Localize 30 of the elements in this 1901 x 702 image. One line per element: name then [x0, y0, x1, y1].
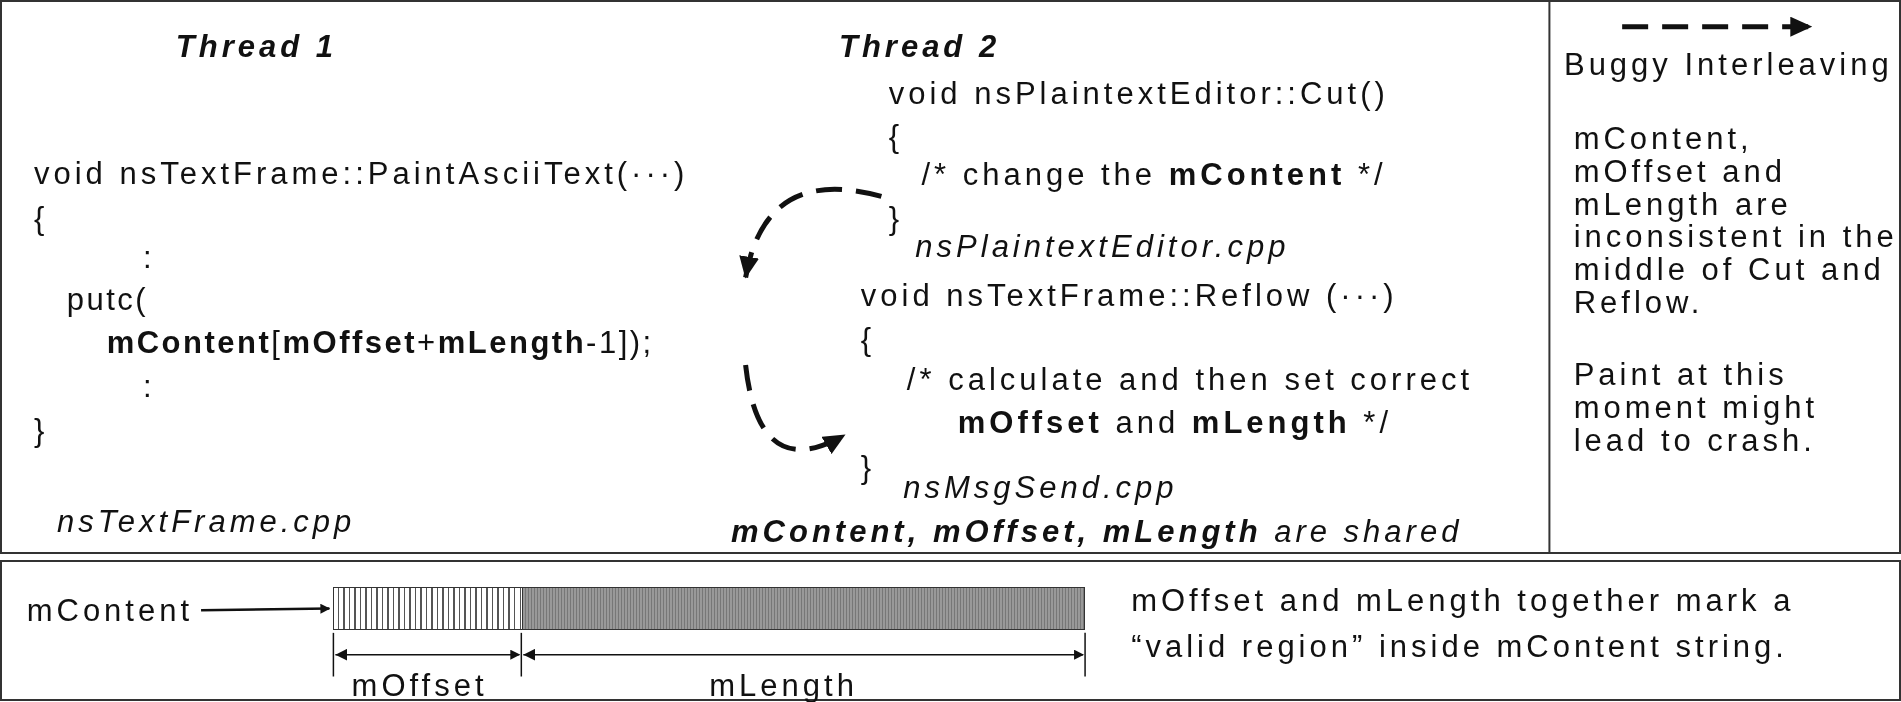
note-paragraph: mContent, mOffset and mLength are inconsistent in the middle of Cut and Reflow.	[1573, 123, 1899, 320]
code-ellipsis: :	[143, 239, 156, 277]
arrow	[201, 603, 331, 614]
thread-heading: Thread 2	[838, 28, 1001, 67]
note-paragraph: mOffset and mLength together mark a “valid region” inside mContent string.	[1131, 581, 1796, 666]
code-line: void nsTextFrame::Reflow (···)	[860, 276, 1398, 315]
code-brace: {	[33, 200, 49, 239]
code-line: void nsPlaintextEditor::Cut()	[888, 75, 1389, 114]
code-brace: }	[33, 412, 49, 451]
arrow	[740, 186, 882, 279]
code-brace: }	[888, 200, 903, 239]
code-brace: }	[860, 448, 876, 487]
code-line: void nsTextFrame::PaintAsciiText(···)	[33, 155, 689, 194]
note-paragraph: Paint at this moment might lead to crash.	[1573, 359, 1820, 458]
thread-heading: Thread 1	[175, 28, 337, 67]
file-name: nsTextFrame.cpp	[56, 503, 356, 542]
note-text: mContent, mOffset, mLength are shared	[731, 513, 1463, 551]
dimension-label: mLength	[709, 667, 858, 702]
legend-text: Buggy Interleaving	[1563, 46, 1893, 85]
file-name: nsMsgSend.cpp	[903, 469, 1178, 508]
code-ellipsis: :	[143, 367, 156, 406]
variable-name: mContent	[26, 589, 194, 631]
arrow	[743, 364, 846, 454]
string-buffer-bar	[333, 586, 1086, 631]
code-comment: /* calculate and then set correct mOffset and mLength */	[848, 357, 1546, 445]
code-brace: {	[860, 321, 876, 360]
code-statement: putc( mContent[mOffset+mLength-1]);	[66, 277, 746, 365]
file-name: nsPlaintextEditor.cpp	[915, 228, 1290, 267]
dimension-label: mOffset	[351, 667, 488, 702]
code-brace: {	[888, 117, 903, 156]
